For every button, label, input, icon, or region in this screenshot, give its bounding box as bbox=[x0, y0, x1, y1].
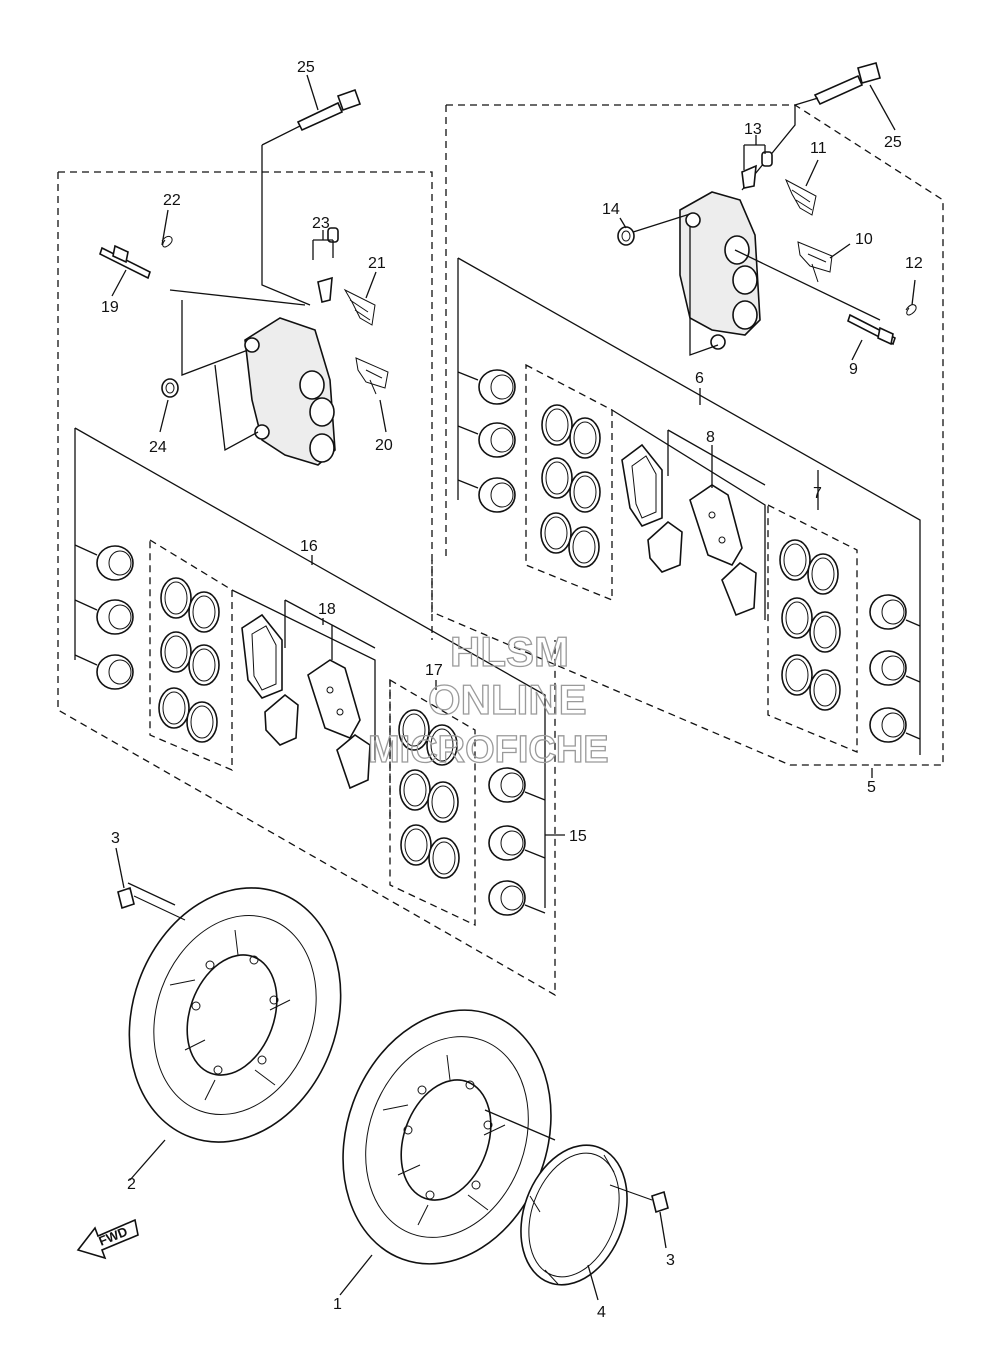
callout-18: 18 bbox=[318, 601, 336, 618]
right-pad-pin bbox=[847, 279, 917, 346]
left-bleeder-valve bbox=[312, 227, 339, 303]
watermark-line-3: MICROFICHE bbox=[368, 729, 609, 771]
callout-15: 15 bbox=[569, 828, 587, 845]
right-piston-seals bbox=[540, 404, 601, 568]
right-pistons-lower bbox=[869, 594, 921, 743]
leader-lines bbox=[111, 74, 896, 836]
callout-5: 5 bbox=[867, 779, 876, 796]
right-caliper bbox=[629, 191, 881, 356]
left-brake-pads bbox=[241, 599, 376, 790]
callout-13: 13 bbox=[744, 121, 762, 138]
left-caliper bbox=[169, 289, 336, 466]
callout-9: 9 bbox=[849, 361, 858, 378]
callout-11: 11 bbox=[810, 140, 827, 157]
right-mounting-bolt bbox=[741, 62, 881, 191]
callout-25-right: 25 bbox=[884, 134, 902, 151]
callout-21: 21 bbox=[368, 255, 386, 272]
left-pad-pin bbox=[99, 209, 173, 280]
callout-3-left: 3 bbox=[111, 830, 120, 847]
left-caliper-plate bbox=[355, 357, 389, 433]
left-washer bbox=[159, 378, 179, 433]
brake-disc-1 bbox=[339, 1009, 556, 1296]
left-caliper-assembly-box bbox=[57, 171, 556, 997]
right-bleeder-valve bbox=[741, 144, 773, 189]
callout-7: 7 bbox=[813, 485, 822, 502]
watermark: HLSM ONLINE MICROFICHE bbox=[367, 627, 609, 771]
callout-12: 12 bbox=[905, 255, 923, 272]
callout-19: 19 bbox=[101, 299, 119, 316]
callout-6: 6 bbox=[695, 370, 704, 387]
callout-labels: 1 2 3 3 4 5 6 7 8 9 10 11 12 13 14 15 16… bbox=[101, 59, 923, 1321]
seal-kit-16-frame bbox=[74, 427, 546, 927]
right-caliper-plate bbox=[797, 241, 851, 283]
callout-3-right: 3 bbox=[666, 1252, 675, 1269]
callout-4: 4 bbox=[597, 1304, 606, 1321]
callout-17: 17 bbox=[425, 662, 443, 679]
right-brake-pads bbox=[621, 429, 766, 617]
left-pistons-lower bbox=[488, 767, 546, 916]
callout-14: 14 bbox=[602, 201, 620, 218]
callout-2: 2 bbox=[127, 1176, 136, 1193]
left-piston-seals bbox=[158, 577, 220, 743]
right-pad-spring bbox=[784, 159, 819, 216]
callout-1: 1 bbox=[333, 1296, 342, 1313]
left-piston-seals-17 bbox=[398, 709, 460, 879]
fwd-direction-arrow: FWD bbox=[76, 1218, 139, 1260]
callout-25-left: 25 bbox=[297, 59, 315, 76]
callout-20: 20 bbox=[375, 437, 393, 454]
brake-disc-2 bbox=[127, 882, 342, 1181]
seal-kit-6-frame bbox=[457, 257, 921, 755]
callout-8: 8 bbox=[706, 429, 715, 446]
left-mounting-bolt bbox=[261, 88, 362, 306]
disc-screw-right bbox=[609, 1184, 669, 1249]
right-washer bbox=[617, 226, 635, 246]
abs-sensor-rotor bbox=[520, 1144, 628, 1301]
callout-16: 16 bbox=[300, 538, 318, 555]
disc-screw-left bbox=[115, 847, 186, 921]
watermark-line-1: HLSM bbox=[450, 628, 569, 675]
left-pad-spring bbox=[343, 271, 377, 326]
right-piston-seals-7 bbox=[779, 539, 841, 711]
callout-24: 24 bbox=[149, 439, 167, 456]
callout-22: 22 bbox=[163, 192, 181, 209]
left-pistons-upper bbox=[74, 544, 134, 690]
watermark-line-2: ONLINE bbox=[428, 676, 587, 723]
callout-23: 23 bbox=[312, 215, 330, 232]
right-pistons-upper bbox=[457, 369, 516, 513]
callout-10: 10 bbox=[855, 231, 873, 248]
